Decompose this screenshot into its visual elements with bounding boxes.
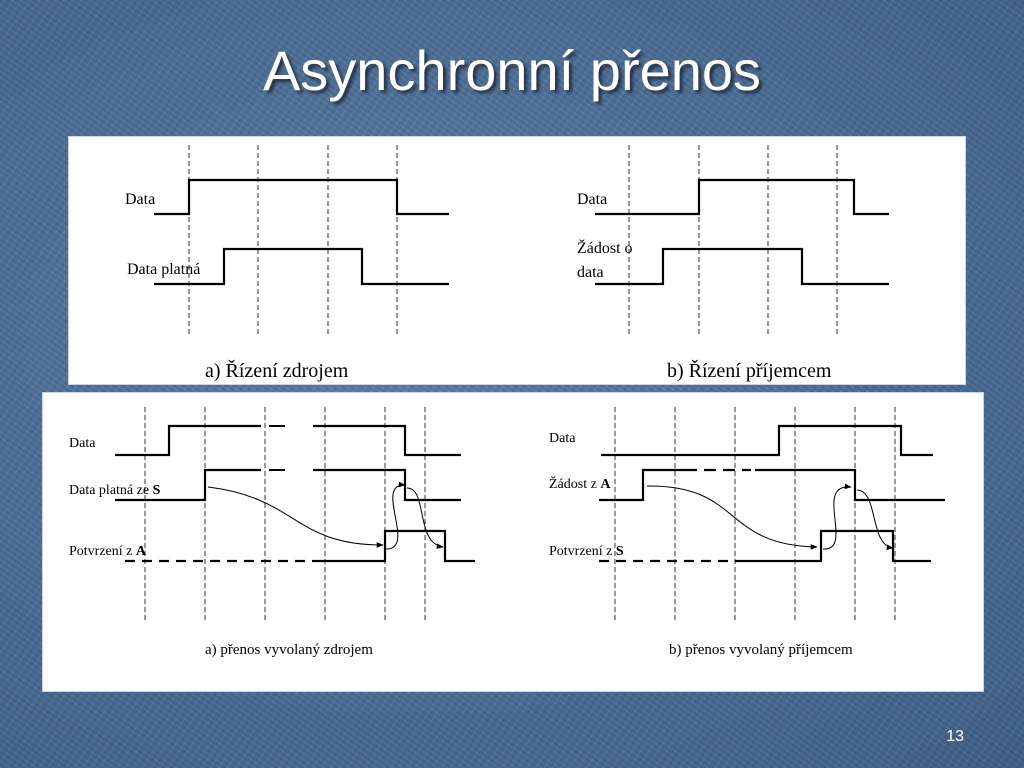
left-data-waveform — [154, 178, 449, 216]
bottom-left-time-guides — [144, 407, 426, 621]
bottom-left-caption: a) přenos vyvolaný zdrojem — [205, 642, 373, 658]
slide-title: Asynchronní přenos — [262, 39, 762, 102]
bottom-left-valid-waveform — [115, 468, 461, 502]
bottom-left-data-waveform — [115, 424, 461, 457]
left-caption: a) Řízení zdrojem — [205, 359, 349, 382]
bottom-right-handshake-arrows — [646, 483, 894, 550]
left-data-label: Data — [125, 191, 155, 208]
bottom-left-data-label: Data — [69, 436, 96, 451]
right-data-waveform — [595, 178, 889, 216]
bottom-left-handshake-arrows — [207, 481, 444, 550]
bottom-right-caption: b) přenos vyvolaný příjemcem — [669, 642, 853, 658]
right-time-guides — [628, 145, 838, 335]
bottom-left-valid-label: Data platná ze S — [69, 483, 161, 498]
bottom-right-ack-label: Potvrzení z S — [549, 544, 624, 559]
right-caption: b) Řízení příjemcem — [667, 359, 832, 382]
bottom-right-data-label: Data — [549, 431, 576, 446]
bottom-left-ack-label: Potvrzení z A — [69, 544, 147, 559]
left-data-valid-label: Data platná — [127, 261, 200, 278]
right-request-label-line2: data — [577, 264, 604, 281]
bottom-left-ack-waveform — [125, 529, 475, 563]
bottom-right-request-waveform — [599, 468, 945, 502]
right-request-waveform — [595, 247, 889, 286]
top-diagram-panel: Data Data platná a) Řízení zdrojem Data … — [68, 136, 966, 385]
left-data-valid-waveform — [154, 247, 449, 286]
bottom-timing-diagrams: Data Data platná ze S Potvrzení z A a) p… — [69, 407, 945, 658]
bottom-right-ack-waveform — [599, 529, 931, 563]
right-data-label: Data — [577, 191, 607, 208]
top-timing-diagrams: Data Data platná a) Řízení zdrojem Data … — [125, 145, 889, 382]
right-request-label-line1: Žádost o — [577, 238, 633, 257]
bottom-right-data-waveform — [601, 424, 933, 457]
slide-number: 13 — [946, 728, 964, 745]
bottom-right-time-guides — [614, 407, 896, 621]
bottom-right-request-label: Žádost z A — [549, 475, 611, 492]
bottom-diagram-panel: Data Data platná ze S Potvrzení z A a) p… — [42, 392, 984, 692]
left-time-guides — [188, 145, 398, 335]
